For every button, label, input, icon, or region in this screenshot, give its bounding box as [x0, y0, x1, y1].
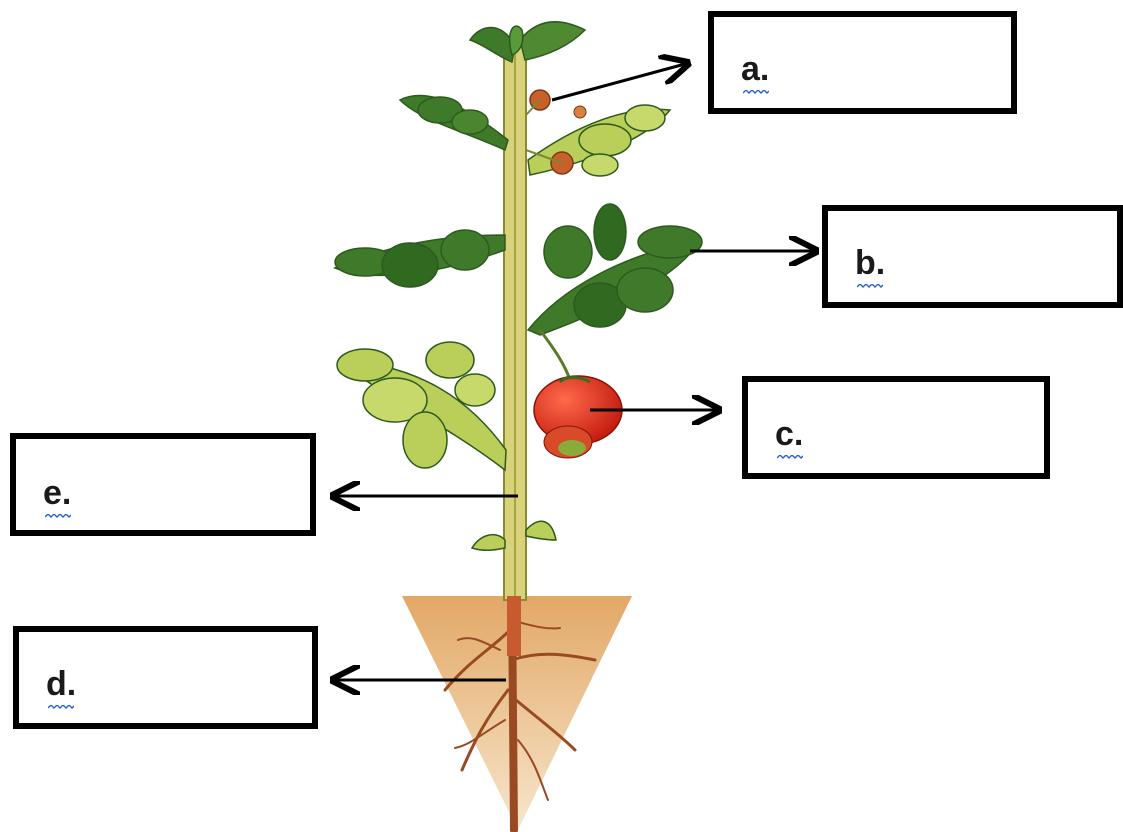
stem	[504, 40, 526, 656]
label-c: c.	[775, 417, 803, 451]
label-e: e.	[43, 476, 71, 510]
label-box-a[interactable]: a.	[708, 11, 1017, 114]
label-b: b.	[855, 246, 885, 280]
spellcheck-squiggle	[857, 284, 883, 290]
label-box-d[interactable]: d.	[13, 626, 318, 729]
spellcheck-squiggle	[48, 705, 74, 711]
tomato-fruit	[534, 330, 622, 458]
spellcheck-squiggle	[45, 514, 71, 520]
arrow-a	[552, 64, 685, 100]
spellcheck-squiggle	[743, 90, 769, 96]
label-d: d.	[46, 667, 76, 701]
label-box-b[interactable]: b.	[822, 205, 1123, 308]
label-a: a.	[741, 52, 769, 86]
label-box-e[interactable]: e.	[10, 433, 316, 536]
label-box-c[interactable]: c.	[742, 376, 1050, 479]
spellcheck-squiggle	[777, 455, 803, 461]
